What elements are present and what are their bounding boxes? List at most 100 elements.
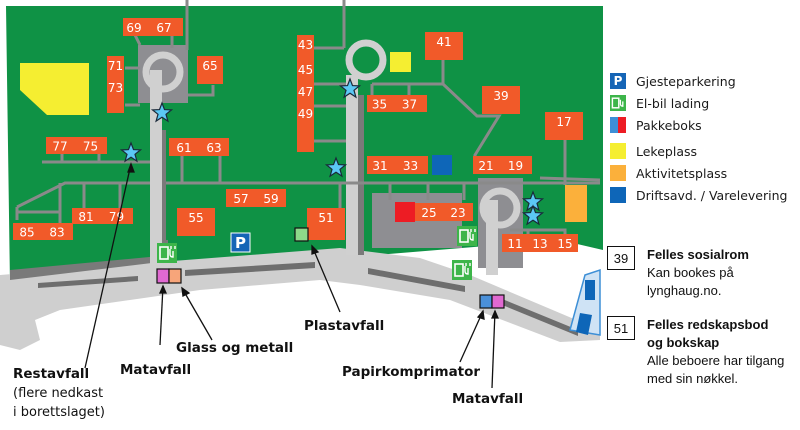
info-line: Alle beboere har tilgang bbox=[647, 353, 785, 368]
info-title: og bokskap bbox=[647, 335, 720, 350]
building-83[interactable]: 83 bbox=[41, 223, 73, 240]
building-65[interactable]: 65 bbox=[197, 56, 223, 84]
building-shape bbox=[100, 208, 133, 224]
building-11[interactable]: 11 bbox=[502, 234, 528, 252]
building-shape bbox=[123, 18, 145, 36]
building-19[interactable]: 19 bbox=[499, 156, 532, 174]
building-59[interactable]: 59 bbox=[256, 189, 286, 207]
map-legend: P Gjesteparkering El-bil lading Pakkebok… bbox=[610, 70, 787, 206]
building-number: 75 bbox=[83, 140, 98, 154]
road-vertical-edge bbox=[162, 130, 166, 255]
parcel-box-red bbox=[395, 202, 415, 222]
building-41[interactable]: 41 bbox=[425, 32, 463, 60]
building-15[interactable]: 15 bbox=[552, 234, 578, 252]
building-71[interactable]: 71 bbox=[107, 56, 124, 78]
building-81[interactable]: 81 bbox=[72, 208, 100, 224]
paper-compactor[interactable] bbox=[479, 294, 493, 309]
ev-charging-icon[interactable] bbox=[457, 226, 477, 246]
parking-label: P bbox=[235, 234, 246, 252]
legend-item-activity-area: Aktivitetsplass bbox=[610, 162, 787, 184]
building-shape bbox=[545, 112, 583, 140]
building-21[interactable]: 21 bbox=[473, 156, 499, 174]
parking-sign[interactable]: P bbox=[230, 232, 251, 253]
building-number: 67 bbox=[156, 21, 171, 35]
building-77[interactable]: 77 bbox=[46, 137, 74, 154]
building-shape bbox=[307, 208, 345, 240]
building-33[interactable]: 33 bbox=[393, 156, 428, 174]
legend-item-parcel-box: Pakkeboks bbox=[610, 114, 787, 136]
building-39[interactable]: 39 bbox=[482, 86, 520, 114]
ev-charging-icon[interactable] bbox=[157, 243, 177, 263]
food-waste-bin[interactable] bbox=[156, 268, 170, 284]
callout-matavfall-left: Matavfall bbox=[120, 362, 192, 378]
parcel-box-icon bbox=[610, 117, 626, 133]
building-shape bbox=[393, 156, 428, 174]
building-45[interactable]: 45 bbox=[297, 60, 314, 82]
building-number: 31 bbox=[372, 159, 387, 173]
road-vertical bbox=[486, 200, 498, 275]
restavfall-star-icon[interactable] bbox=[324, 156, 348, 178]
building-number: 57 bbox=[233, 192, 248, 206]
building-number: 41 bbox=[436, 35, 451, 49]
building-75[interactable]: 75 bbox=[74, 137, 107, 154]
main-road bbox=[0, 248, 600, 350]
restavfall-star-icon[interactable] bbox=[521, 204, 545, 226]
building-shape bbox=[482, 86, 520, 114]
delivery-spot bbox=[585, 280, 595, 300]
building-shape bbox=[528, 234, 552, 252]
building-shape bbox=[197, 56, 223, 84]
building-number: 69 bbox=[126, 21, 141, 35]
building-shape bbox=[46, 137, 74, 154]
food-waste-bin[interactable] bbox=[491, 294, 505, 309]
building-73[interactable]: 73 bbox=[107, 78, 124, 113]
playground-area bbox=[20, 63, 89, 115]
building-31[interactable]: 31 bbox=[367, 156, 393, 174]
restavfall-star-icon[interactable] bbox=[338, 77, 362, 99]
ev-charging-icon[interactable] bbox=[452, 260, 472, 280]
building-13[interactable]: 13 bbox=[528, 234, 552, 252]
callout-arrows bbox=[84, 162, 499, 389]
restavfall-markers bbox=[119, 77, 545, 226]
building-number: 45 bbox=[298, 63, 313, 77]
building-23[interactable]: 23 bbox=[443, 203, 473, 221]
building-67[interactable]: 67 bbox=[145, 18, 183, 36]
building-shape bbox=[297, 104, 314, 152]
building-number: 23 bbox=[450, 206, 465, 220]
building-35[interactable]: 35 bbox=[367, 95, 392, 112]
roundabout bbox=[142, 51, 184, 93]
building-79[interactable]: 79 bbox=[100, 208, 133, 224]
building-85[interactable]: 85 bbox=[13, 223, 41, 240]
building-shape bbox=[473, 156, 499, 174]
building-47[interactable]: 47 bbox=[297, 82, 314, 104]
plastic-bin[interactable] bbox=[294, 227, 309, 242]
info-line: med sin nøkkel. bbox=[647, 371, 739, 386]
road-divider bbox=[38, 276, 138, 288]
building-43[interactable]: 43 bbox=[297, 35, 314, 60]
building-shape bbox=[367, 156, 393, 174]
callout-glass-metall: Glass og metall bbox=[176, 340, 294, 356]
building-51[interactable]: 51 bbox=[307, 208, 345, 240]
road-vertical-edge bbox=[358, 95, 364, 255]
building-49[interactable]: 49 bbox=[297, 104, 314, 152]
building-69[interactable]: 69 bbox=[123, 18, 145, 36]
building-25[interactable]: 25 bbox=[415, 203, 443, 221]
building-number: 43 bbox=[298, 38, 313, 52]
building-number: 79 bbox=[109, 210, 124, 224]
building-57[interactable]: 57 bbox=[226, 189, 256, 207]
building-number: 13 bbox=[532, 237, 547, 251]
building-37[interactable]: 37 bbox=[392, 95, 427, 112]
callout-restavfall: Restavfall bbox=[13, 366, 90, 382]
building-61[interactable]: 61 bbox=[169, 138, 199, 156]
building-63[interactable]: 63 bbox=[199, 138, 229, 156]
restavfall-star-icon[interactable] bbox=[150, 101, 174, 123]
building-shape bbox=[392, 95, 427, 112]
building-55[interactable]: 55 bbox=[177, 208, 215, 236]
restavfall-star-icon[interactable] bbox=[119, 141, 143, 163]
building-number: 21 bbox=[478, 159, 493, 173]
activity-area bbox=[565, 185, 587, 222]
building-shape bbox=[502, 234, 528, 252]
building-17[interactable]: 17 bbox=[545, 112, 583, 140]
legend-label: Driftsavd. / Varelevering bbox=[636, 187, 788, 203]
building-number: 77 bbox=[52, 140, 67, 154]
glass-metal-bin[interactable] bbox=[168, 268, 182, 284]
